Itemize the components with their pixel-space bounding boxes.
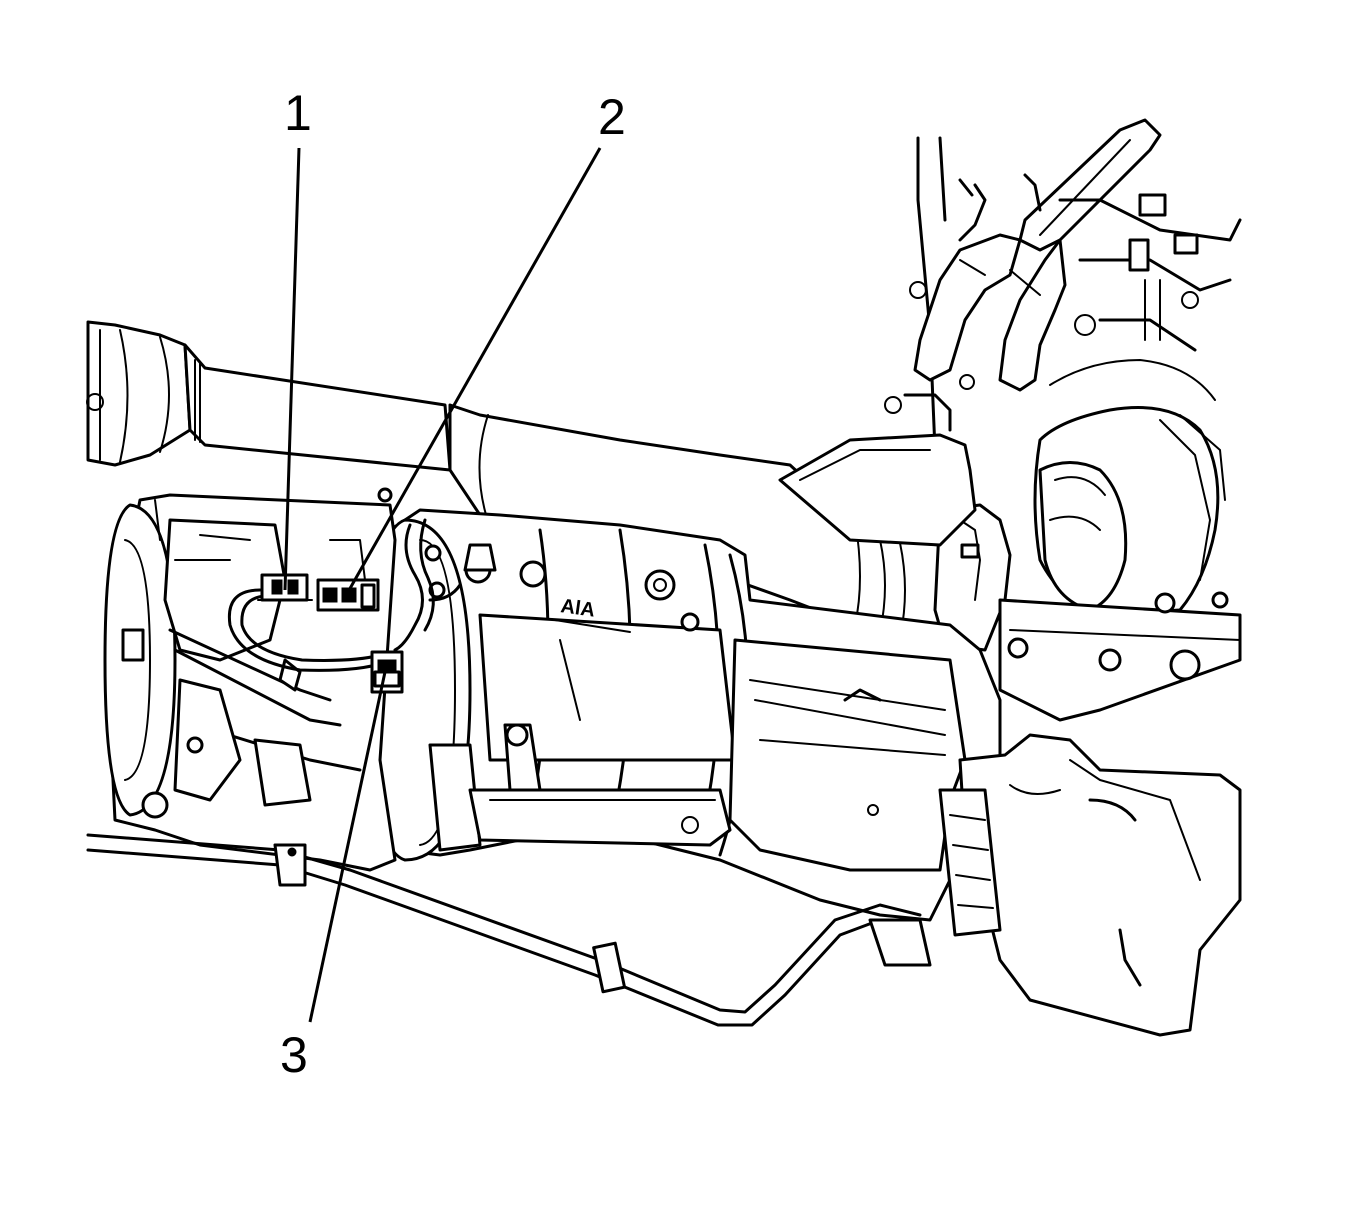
propeller-shaft bbox=[86, 320, 452, 472]
casting-mark: AlA bbox=[559, 595, 596, 622]
crossmember bbox=[778, 433, 1242, 722]
callout-label-2: 2 bbox=[598, 89, 626, 145]
callout-label-3: 3 bbox=[280, 1027, 308, 1083]
leader-line-2 bbox=[346, 147, 602, 593]
lower-lines bbox=[86, 833, 922, 1027]
leader-line-3 bbox=[308, 671, 387, 1023]
leader-line-1 bbox=[283, 147, 301, 591]
engine-top bbox=[884, 118, 1242, 452]
callout-leaders bbox=[283, 147, 602, 1023]
transmission-case: AlA bbox=[368, 508, 1002, 922]
catalytic-converter bbox=[1033, 359, 1226, 617]
heat-shield bbox=[868, 733, 1242, 1037]
callout-label-1: 1 bbox=[284, 85, 312, 141]
connector-3 bbox=[370, 650, 404, 694]
connector-2 bbox=[316, 578, 380, 612]
